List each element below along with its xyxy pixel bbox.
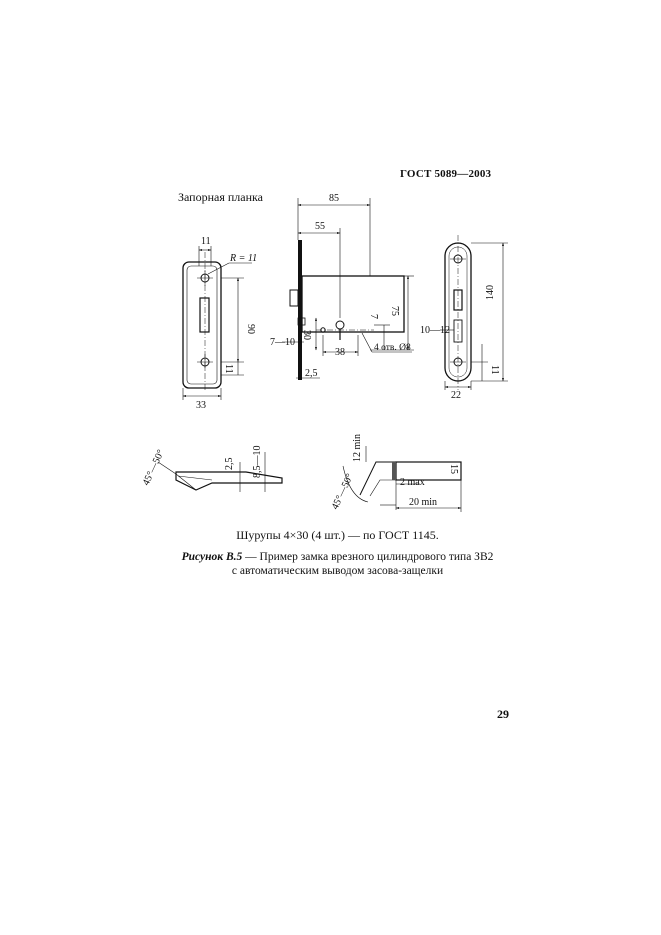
screws-note: Шурупы 4×30 (4 шт.) — по ГОСТ 1145. xyxy=(236,528,439,542)
dim-lock-total-width: 85 xyxy=(329,193,339,204)
caption-label: Рисунок В.5 xyxy=(181,551,243,563)
dim-lock-plate-thickness: 2,5 xyxy=(305,368,318,379)
dim-latch-left-angle: 45°—50° xyxy=(141,448,167,487)
dim-strike-radius: R = 11 xyxy=(229,253,257,264)
dim-face-slot-width: 10—12 xyxy=(420,325,450,336)
page-number: 29 xyxy=(497,707,509,721)
latch-right-bevel xyxy=(359,461,396,496)
face-plate-drawing xyxy=(440,235,508,390)
dim-lock-bottom-width: 38 xyxy=(335,347,345,358)
dim-face-width: 22 xyxy=(451,390,461,401)
document-header: ГОСТ 5089—2003 xyxy=(400,168,492,180)
dim-face-hole-offset: 11 xyxy=(489,365,500,375)
strike-plate-drawing xyxy=(182,246,252,400)
dim-strike-hole-offset: 11 xyxy=(223,364,234,374)
figure-caption: Рисунок В.5 — Пример замка врезного цили… xyxy=(0,550,661,578)
dim-latch-right-min-length: 20 min xyxy=(409,497,437,508)
dim-latch-right-angle: 45°—50° xyxy=(330,472,356,511)
dim-lock-holes: 4 отв. Ø8 xyxy=(374,343,411,353)
strike-plate-title: Запорная планка xyxy=(178,190,264,204)
dim-strike-width: 33 xyxy=(196,400,206,411)
caption-line2: с автоматическим выводом засова-защелки xyxy=(231,565,444,577)
dim-lock-backset: 55 xyxy=(315,221,325,232)
dim-latch-left-thickness: 2,5 xyxy=(224,458,235,471)
lock-keyhole xyxy=(335,320,345,330)
dim-strike-width-top: 11 xyxy=(201,236,211,247)
dim-lock-key-depth: 7 xyxy=(368,314,379,319)
dim-face-height: 140 xyxy=(485,285,496,300)
latch-left-drawing xyxy=(157,452,283,492)
lock-faceplate-side xyxy=(298,240,302,380)
strike-plate-slot xyxy=(199,297,210,333)
dim-lock-height: 75 xyxy=(389,306,400,316)
dim-lock-key-height: 30 xyxy=(301,330,312,340)
lock-case xyxy=(301,275,405,333)
dim-latch-right-size: 15 xyxy=(448,464,459,474)
strike-plate-inner xyxy=(186,265,218,385)
dim-lock-left-offset: 7—10 xyxy=(270,337,295,348)
latch-left-shape xyxy=(175,471,283,491)
lock-body-drawing xyxy=(282,198,414,380)
caption-text: — Пример замка врезного цилиндрового тип… xyxy=(242,551,494,563)
dim-latch-right-gap: 2 max xyxy=(400,477,425,488)
latch-right-drawing xyxy=(342,446,462,512)
dim-strike-height: 90 xyxy=(245,324,256,334)
dim-latch-right-min-height: 12 min xyxy=(352,434,363,462)
lock-latch-stub xyxy=(289,289,299,307)
dim-latch-left-height: 8,5—10 xyxy=(252,446,263,479)
strike-plate-outline xyxy=(182,261,222,389)
